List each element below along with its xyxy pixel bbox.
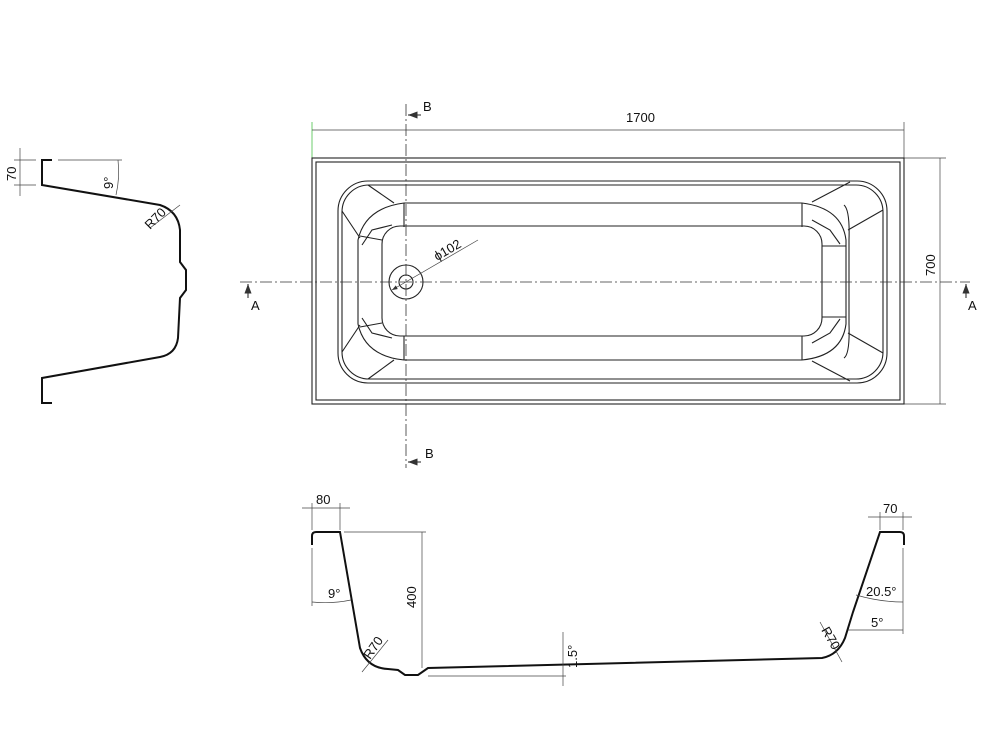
section-b-label: B <box>425 446 434 461</box>
section-a-label: A <box>251 298 260 313</box>
width-label: 700 <box>923 254 938 276</box>
top-view: 1700 700 <box>240 99 977 468</box>
left-end-contours <box>341 184 405 380</box>
left-wall-angle-label: 9° <box>328 586 340 601</box>
tub-outer-edge <box>311 157 905 405</box>
length-dimension: 1700 <box>311 110 905 158</box>
section-a-marker-left: A <box>244 284 260 313</box>
tub-deck <box>315 161 901 401</box>
section-a-label: A <box>968 298 977 313</box>
wall-angle-label: 9° <box>101 177 116 189</box>
depth-label: 400 <box>404 586 419 608</box>
radius-label: R70 <box>142 205 169 232</box>
right-rim-dimension: 70 <box>868 501 912 530</box>
floor-slope-label: 1.5° <box>565 645 580 668</box>
radius-dimension: R70 <box>142 205 181 232</box>
section-b-marker-top: B <box>408 99 432 119</box>
right-upper-angle-label: 20.5° <box>866 584 897 599</box>
length-label: 1700 <box>626 110 655 125</box>
left-wall-angle-dimension: 9° <box>311 548 352 606</box>
width-dimension: 700 <box>904 157 946 405</box>
floor-slope-dimension: 1.5° <box>428 632 580 686</box>
left-rim-dimension: 80 <box>302 492 350 530</box>
section-b-label: B <box>423 99 432 114</box>
rim-height-label: 70 <box>4 167 19 181</box>
section-a-view: 80 400 9° R70 1.5° 70 <box>302 492 912 686</box>
drain-diameter-label: ϕ102 <box>431 236 464 263</box>
right-rim-label: 70 <box>883 501 897 516</box>
right-angle-dimensions: 20.5° 5° <box>848 548 904 634</box>
bowl-floor <box>381 225 823 337</box>
section-b-view: 70 9° R70 <box>4 148 187 404</box>
depth-dimension: 400 <box>344 531 426 668</box>
rim-height-dimension: 70 <box>4 148 36 196</box>
wall-angle-dimension: 9° <box>58 159 122 196</box>
section-a-profile <box>311 531 905 676</box>
left-rim-label: 80 <box>316 492 330 507</box>
section-a-marker-right: A <box>962 284 977 313</box>
section-b-profile <box>41 159 187 404</box>
section-b-marker-bottom: B <box>408 446 434 466</box>
right-lower-angle-label: 5° <box>871 615 883 630</box>
right-end-contours <box>801 181 884 382</box>
